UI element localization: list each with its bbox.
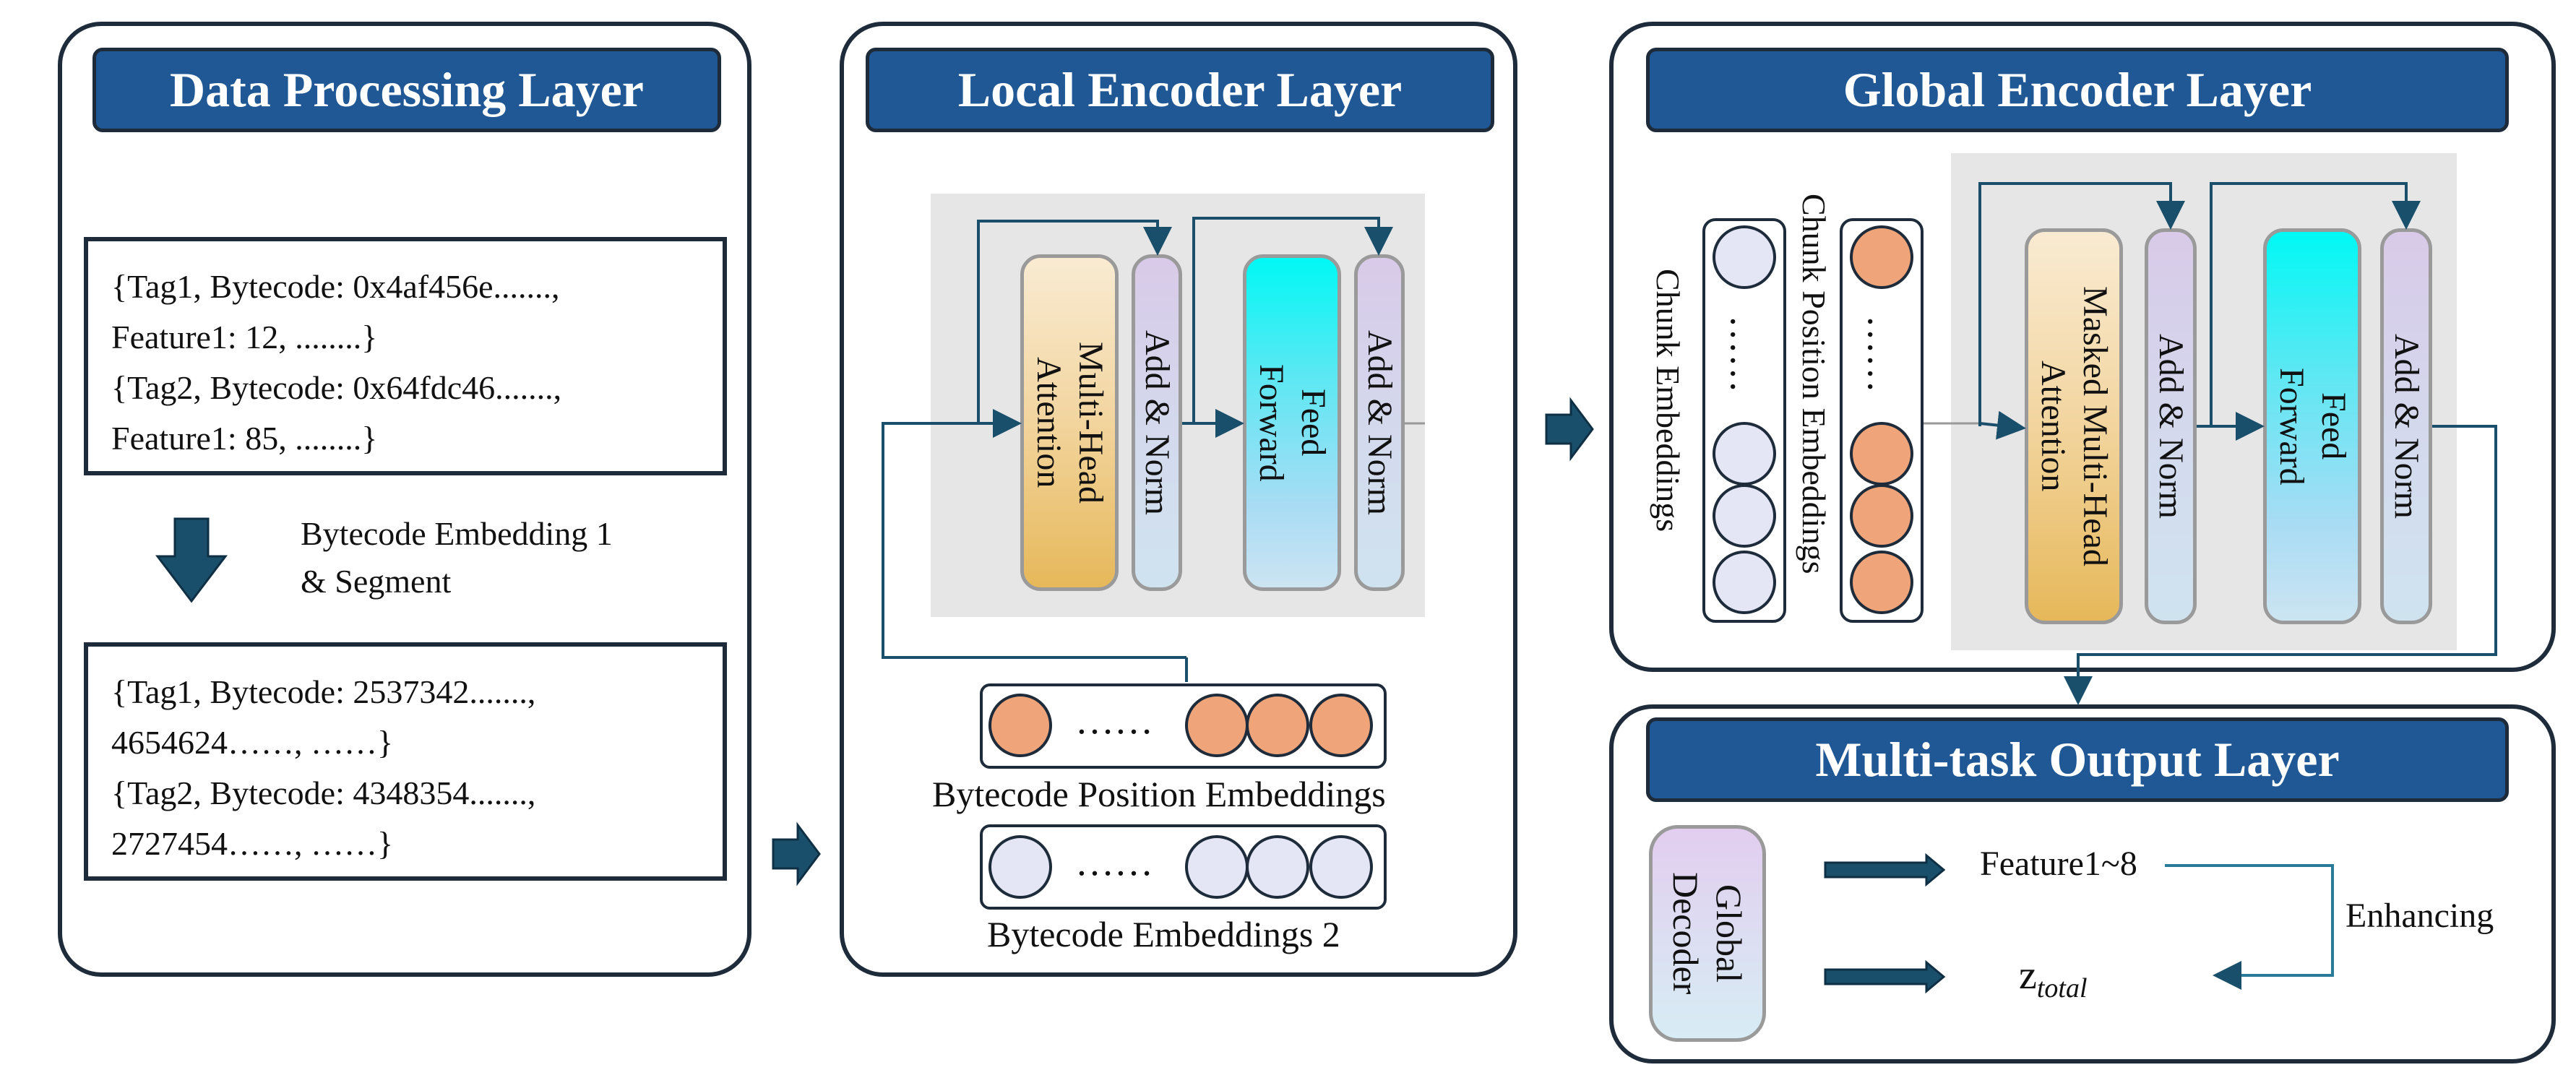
local-attention-block: Multi-Head Attention	[1020, 254, 1119, 591]
z-total-output: ztotal	[2019, 952, 2088, 1004]
decoder-to-feature-arrow	[1824, 853, 1946, 887]
chunk-position-ellipsis: ……	[1860, 315, 1903, 393]
embedding-down-arrow	[155, 517, 228, 603]
local-feed-forward-block: Feed Forward	[1243, 254, 1341, 591]
embedding-step-label-2: & Segment	[301, 563, 452, 600]
chunk-embeddings-ellipsis: ……	[1723, 315, 1766, 393]
bytecode-position-embeddings-label: Bytecode Position Embeddings	[932, 774, 1386, 814]
chunk-embedding-tokens	[1713, 225, 1776, 614]
local-embedding-ellipsis: ……	[1075, 840, 1153, 884]
raw-line-2: Feature1: 12, ........}	[111, 319, 378, 355]
z-total-main: z	[2019, 953, 2037, 998]
global-feed-forward-block: Feed Forward	[2263, 228, 2361, 624]
local-encoder-title: Local Encoder Layer	[866, 48, 1494, 132]
decoder-to-z-arrow	[1824, 959, 1946, 994]
emb-line-1: {Tag1, Bytecode: 2537342.......,	[111, 673, 536, 710]
data-processing-title: Data Processing Layer	[92, 48, 721, 132]
emb-line-2: 4654624……, ……}	[111, 724, 394, 761]
data-to-local-arrow	[772, 821, 821, 886]
global-add-norm-1: Add & Norm	[2145, 228, 2197, 624]
global-attention-block: Masked Multi-Head Attention	[2025, 228, 2123, 624]
global-encoder-title: Global Encoder Layer	[1646, 48, 2509, 132]
chunk-position-tokens	[1850, 225, 1913, 614]
raw-line-4: Feature1: 85, ........}	[111, 420, 378, 457]
output-connectors	[1824, 853, 2334, 994]
local-to-global-arrow	[1545, 397, 1594, 462]
local-add-norm-1: Add & Norm	[1132, 254, 1182, 591]
global-add-norm-2: Add & Norm	[2380, 228, 2432, 624]
bytecode-embeddings-2-label: Bytecode Embeddings 2	[987, 914, 1340, 954]
emb-line-4: 2727454……, ……}	[111, 825, 394, 862]
z-total-subscript: total	[2036, 973, 2088, 1004]
chunk-embeddings-label: Chunk Embeddings	[1650, 269, 1687, 532]
raw-bytecode-box: {Tag1, Bytecode: 0x4af456e......., Featu…	[84, 237, 727, 475]
local-position-tokens	[988, 694, 1373, 757]
local-embedding-tokens	[988, 835, 1373, 899]
raw-line-1: {Tag1, Bytecode: 0x4af456e.......,	[111, 268, 560, 305]
embedding-step-label-1: Bytecode Embedding 1	[301, 515, 613, 552]
enhancing-label: Enhancing	[2345, 897, 2494, 935]
emb-line-3: {Tag2, Bytecode: 4348354.......,	[111, 775, 536, 811]
feature-output: Feature1~8	[1980, 845, 2137, 883]
local-encoder-connectors	[882, 217, 1425, 682]
global-encoder-connectors	[1924, 182, 2497, 705]
chunk-position-embeddings-label: Chunk Position Embeddings	[1796, 194, 1832, 574]
enhancing-feedback-line	[2165, 864, 2334, 990]
local-position-ellipsis: ……	[1075, 699, 1153, 742]
local-add-norm-2: Add & Norm	[1354, 254, 1405, 591]
output-title: Multi-task Output Layer	[1646, 717, 2509, 802]
embedded-bytecode-box: {Tag1, Bytecode: 2537342......., 4654624…	[84, 642, 727, 881]
global-decoder-block: Global Decoder	[1649, 825, 1766, 1042]
raw-line-3: {Tag2, Bytecode: 0x64fdc46.......,	[111, 369, 562, 406]
